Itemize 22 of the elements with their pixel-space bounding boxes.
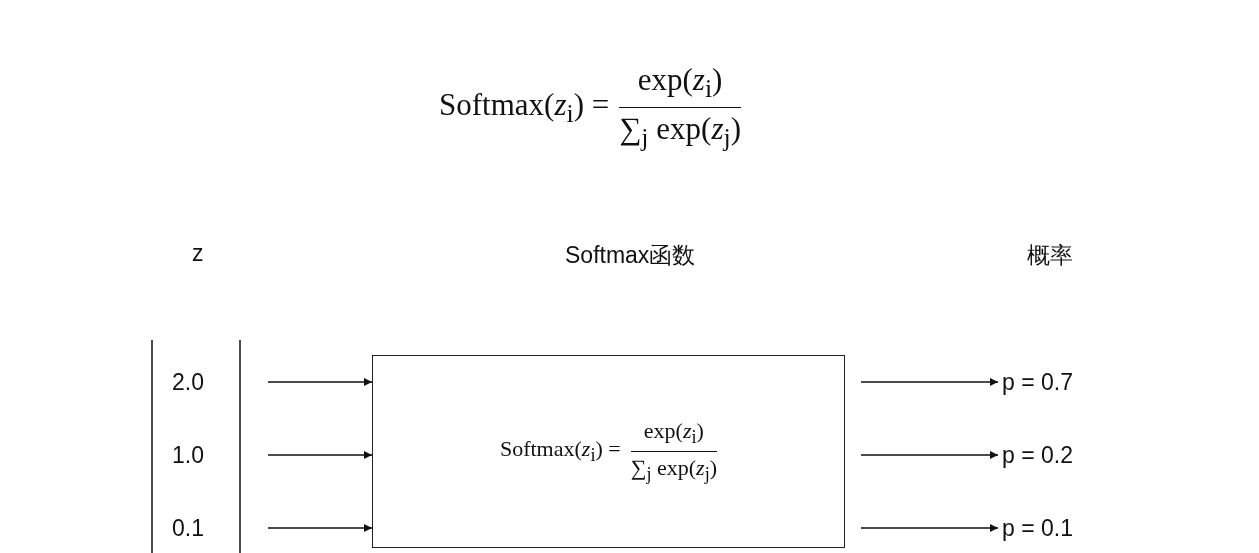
formula-box	[372, 355, 845, 548]
arrow	[267, 451, 373, 459]
column-header: 概率	[1027, 241, 1073, 270]
arrow	[860, 524, 999, 532]
value-text: 0.1	[172, 512, 224, 544]
formula-text: ∑$_{j}$ exp(z$_{j}$)	[630, 455, 718, 486]
arrow	[860, 451, 999, 459]
arrow	[267, 524, 373, 532]
formula-text: ∑$_{j}$ exp(z$_{j}$)	[619, 111, 741, 154]
value-text: p = 0.2	[1002, 439, 1112, 471]
formula-text: Softmax(z$_{i}$) =	[439, 86, 610, 129]
value-text: p = 0.7	[1002, 366, 1112, 398]
value-text: 2.0	[172, 366, 224, 398]
formula-text: Softmax(z$_{i}$) =	[499, 436, 621, 467]
column-header: z	[192, 240, 204, 267]
arrow	[267, 378, 373, 386]
formula-text: exp(z$_{i}$)	[637, 62, 723, 105]
value-text: 1.0	[172, 439, 224, 471]
column-header: Softmax函数	[565, 241, 696, 270]
formula-text: exp(z$_{i}$)	[643, 417, 704, 448]
arrow	[860, 378, 999, 386]
value-text: p = 0.1	[1002, 512, 1112, 544]
